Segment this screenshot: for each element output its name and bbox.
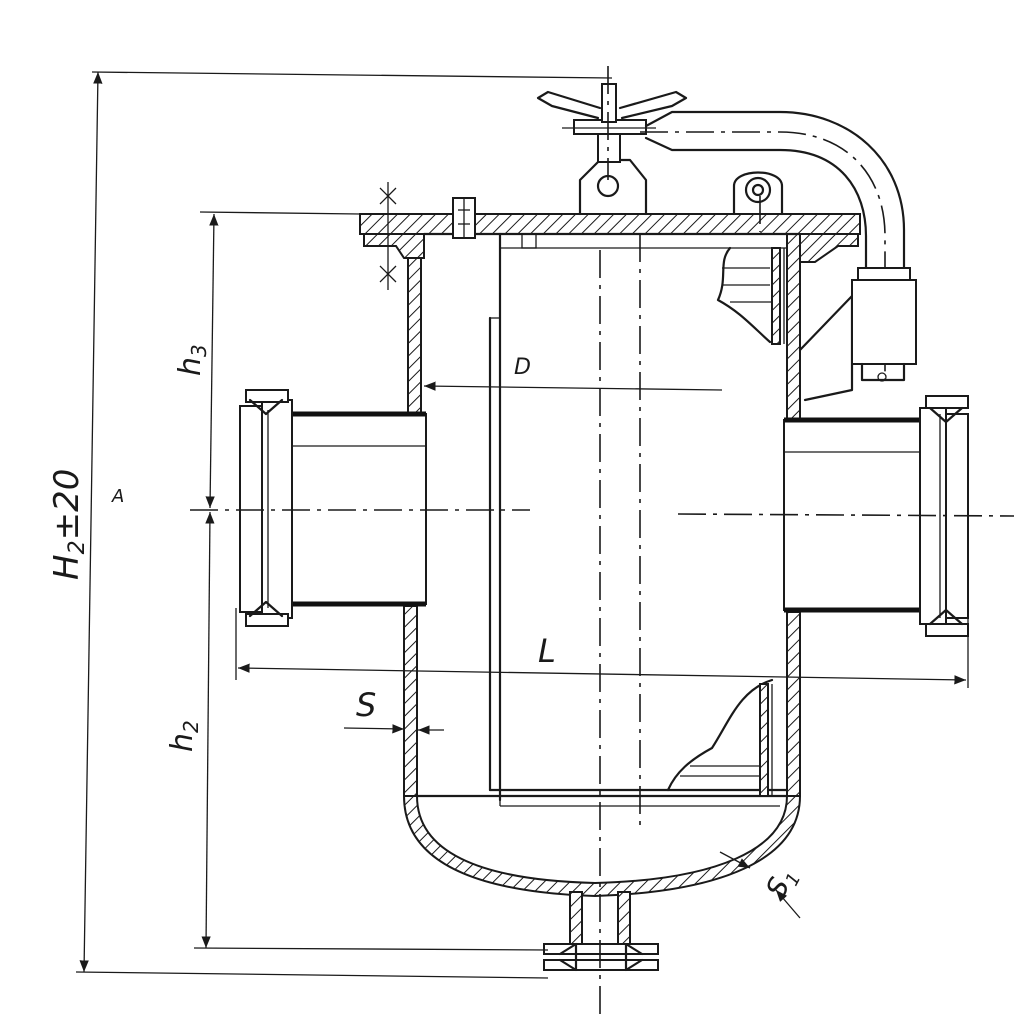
label-wall-s: S xyxy=(356,686,376,724)
top-cover xyxy=(359,197,861,239)
svg-text:h3: h3 xyxy=(173,344,211,376)
label-diameter-d: D xyxy=(514,355,531,380)
svg-text:H2±20: H2±20 xyxy=(47,469,90,580)
dimension-lines xyxy=(75,71,969,979)
filter-element xyxy=(416,232,788,807)
outlet-nozzle xyxy=(783,395,969,637)
label-bottom-wall-s1: S1 xyxy=(759,862,805,905)
drain-nozzle xyxy=(543,891,659,972)
vessel-bottom-head xyxy=(402,795,802,898)
label-datum-a: A xyxy=(111,486,124,507)
lifting-eye xyxy=(732,171,784,216)
label-h3: h3 xyxy=(173,344,211,376)
vent-pipe xyxy=(640,110,917,382)
label-h2: h2 xyxy=(165,720,203,752)
svg-text:h2: h2 xyxy=(165,720,203,752)
wing-nut-handle xyxy=(536,83,688,216)
inlet-nozzle xyxy=(239,389,427,627)
label-length-l: L xyxy=(538,632,556,670)
vessel-shell xyxy=(363,231,859,797)
label-overall-height: H2±20 xyxy=(47,469,90,580)
svg-text:S1: S1 xyxy=(759,862,805,905)
center-lines xyxy=(190,66,1015,1020)
